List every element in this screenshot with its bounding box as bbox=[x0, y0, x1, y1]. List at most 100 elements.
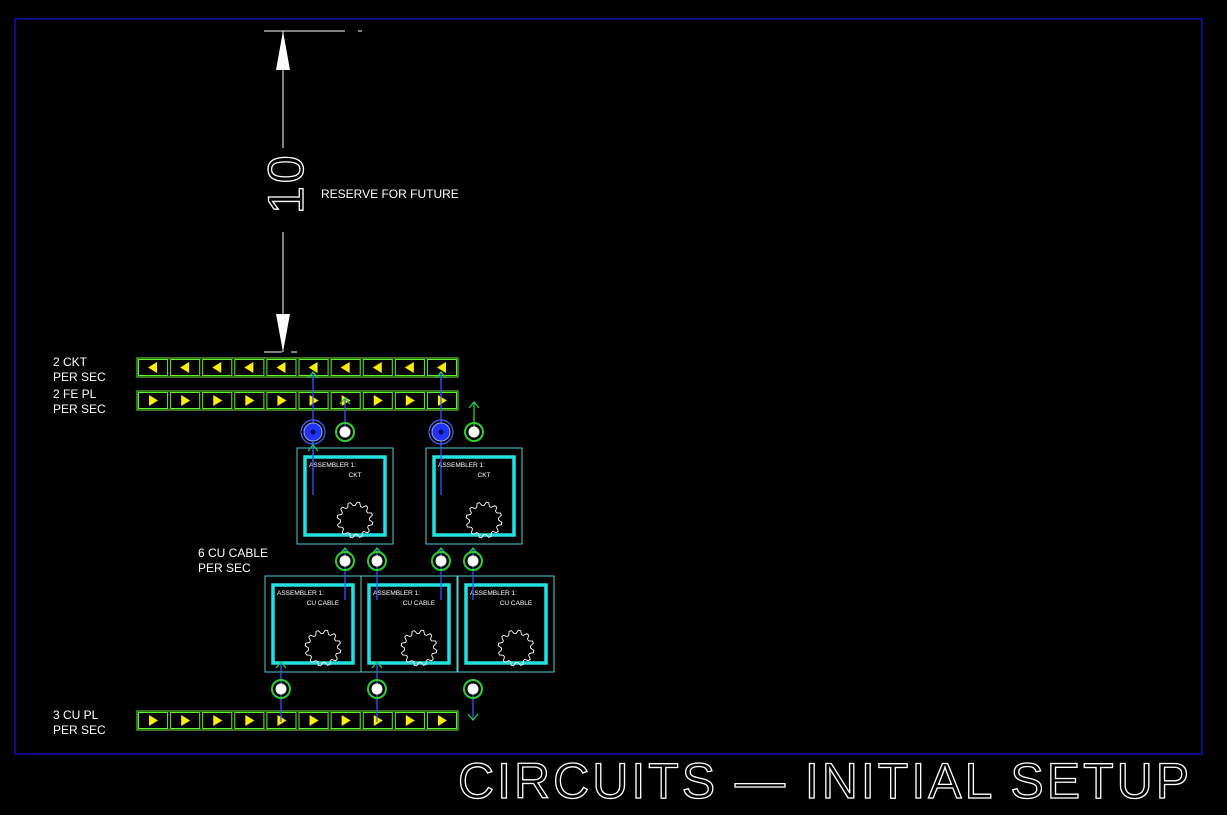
wire-arrow-icon bbox=[275, 660, 287, 669]
assembler-inner-frame bbox=[367, 583, 451, 665]
tray-slot bbox=[170, 712, 201, 729]
tray-arrow-left-icon bbox=[180, 362, 190, 373]
label-cu-pl-line1: 3 CU PL bbox=[53, 708, 99, 722]
connector-core bbox=[438, 429, 444, 435]
connector-core bbox=[467, 555, 479, 567]
connector-ring bbox=[463, 551, 483, 571]
tray-slot bbox=[234, 392, 265, 409]
inserter-connector[interactable] bbox=[463, 679, 483, 699]
label-ckt-line2: PER SEC bbox=[53, 370, 106, 384]
assembler-inner-frame bbox=[271, 583, 355, 665]
tray-arrow-right-icon bbox=[213, 395, 223, 406]
tray-slot bbox=[234, 712, 265, 729]
power-pole-connector[interactable] bbox=[428, 419, 454, 445]
wire-arrow-icon bbox=[468, 400, 480, 409]
connector-ring bbox=[335, 551, 355, 571]
connector-ring bbox=[464, 422, 484, 442]
tray-slot bbox=[202, 392, 233, 409]
tray-arrow-left-icon bbox=[340, 362, 350, 373]
assembler-inner-frame bbox=[303, 455, 387, 537]
connector-core bbox=[275, 683, 287, 695]
label-cu-cable-line1: 6 CU CABLE bbox=[198, 546, 268, 560]
tray-arrow-left-icon bbox=[212, 362, 222, 373]
assembler-product: CU CABLE bbox=[500, 600, 533, 607]
tray-slot bbox=[362, 392, 393, 409]
inserter-connector[interactable] bbox=[271, 679, 291, 699]
inserter-connector[interactable] bbox=[464, 422, 484, 442]
connector-ring bbox=[428, 419, 454, 445]
label-ckt-line1: 2 CKT bbox=[53, 355, 88, 369]
gear-icon bbox=[400, 629, 438, 667]
assembler-inner-frame bbox=[432, 455, 516, 537]
tray-arrow-right-icon bbox=[309, 715, 319, 726]
wire-arrow-icon bbox=[307, 443, 319, 452]
tray-arrow-right-icon bbox=[245, 395, 255, 406]
tray-slot bbox=[138, 392, 169, 409]
tray-cu-pl-per-sec bbox=[136, 710, 459, 731]
assembler-outer-frame bbox=[360, 575, 458, 673]
tray-slot bbox=[362, 712, 393, 729]
connector-core bbox=[339, 426, 351, 438]
inserter-connector[interactable] bbox=[367, 679, 387, 699]
dimension-value: 10 bbox=[258, 152, 314, 214]
inserter-connector[interactable] bbox=[431, 551, 451, 571]
tray-slot bbox=[330, 712, 361, 729]
tray-arrow-right-icon bbox=[373, 715, 383, 726]
tray-arrow-right-icon bbox=[149, 395, 159, 406]
tray-slot bbox=[202, 712, 233, 729]
assembler-outer-frame bbox=[296, 447, 394, 545]
gear-icon bbox=[465, 501, 503, 539]
assembler-box[interactable]: ASSEMBLER 1: CU CABLE bbox=[457, 575, 555, 673]
inserter-connector[interactable] bbox=[463, 551, 483, 571]
tray-ckt-per-sec bbox=[136, 357, 459, 378]
tray-arrow-right-icon bbox=[277, 715, 287, 726]
power-pole-connector[interactable] bbox=[300, 419, 326, 445]
tray-arrow-right-icon bbox=[277, 395, 287, 406]
inserter-connector[interactable] bbox=[335, 422, 355, 442]
assembler-product: CKT bbox=[478, 472, 491, 479]
assembler-name: ASSEMBLER 1: bbox=[309, 462, 356, 469]
tray-arrow-right-icon bbox=[181, 395, 191, 406]
inserter-connector[interactable] bbox=[335, 551, 355, 571]
tray-arrow-right-icon bbox=[373, 395, 383, 406]
tray-arrow-right-icon bbox=[309, 395, 319, 406]
assembler-name: ASSEMBLER 1: bbox=[438, 462, 485, 469]
connector-ring bbox=[271, 679, 291, 699]
tray-slot bbox=[202, 359, 233, 376]
gear-icon bbox=[304, 629, 342, 667]
tray-arrow-left-icon bbox=[148, 362, 158, 373]
drawing-title: CIRCUITS — INITIAL SETUP bbox=[458, 753, 1192, 809]
tray-slot bbox=[362, 359, 393, 376]
connector-group bbox=[271, 419, 484, 699]
tray-arrow-left-icon bbox=[436, 362, 446, 373]
assembler-outer-frame bbox=[425, 447, 523, 545]
assembler-name: ASSEMBLER 1: bbox=[470, 590, 517, 597]
assembler-inner-frame bbox=[464, 583, 548, 665]
tray-arrow-right-icon bbox=[405, 715, 415, 726]
tray-arrow-right-icon bbox=[341, 395, 351, 406]
connector-ring bbox=[431, 551, 451, 571]
connector-ring bbox=[463, 679, 483, 699]
connector-core bbox=[435, 555, 447, 567]
tray-arrow-right-icon bbox=[341, 715, 351, 726]
tray-arrow-left-icon bbox=[244, 362, 254, 373]
tray-arrow-right-icon bbox=[149, 715, 159, 726]
assembler-box[interactable]: ASSEMBLER 1:CU CABLE bbox=[360, 575, 458, 673]
assembler-outer-frame bbox=[457, 575, 555, 673]
connector-ring bbox=[335, 422, 355, 442]
tray-slot bbox=[138, 712, 169, 729]
tray-slot bbox=[330, 359, 361, 376]
assembler-box[interactable]: ASSEMBLER 1: CKT bbox=[425, 447, 523, 545]
connector-core bbox=[467, 683, 479, 695]
assembler-product: CKT bbox=[349, 472, 362, 479]
dimension-marker: 10 bbox=[257, 30, 362, 353]
wire-arrow-icon bbox=[371, 660, 383, 669]
tray-slot bbox=[426, 392, 457, 409]
assembler-box[interactable]: ASSEMBLER 1: CKT bbox=[296, 447, 394, 545]
assembler-box[interactable]: ASSEMBLER 1:CU CABLE bbox=[264, 575, 362, 673]
label-fe-pl-line1: 2 FE PL bbox=[53, 387, 97, 401]
tray-outline bbox=[136, 710, 459, 731]
inserter-connector[interactable] bbox=[367, 551, 387, 571]
